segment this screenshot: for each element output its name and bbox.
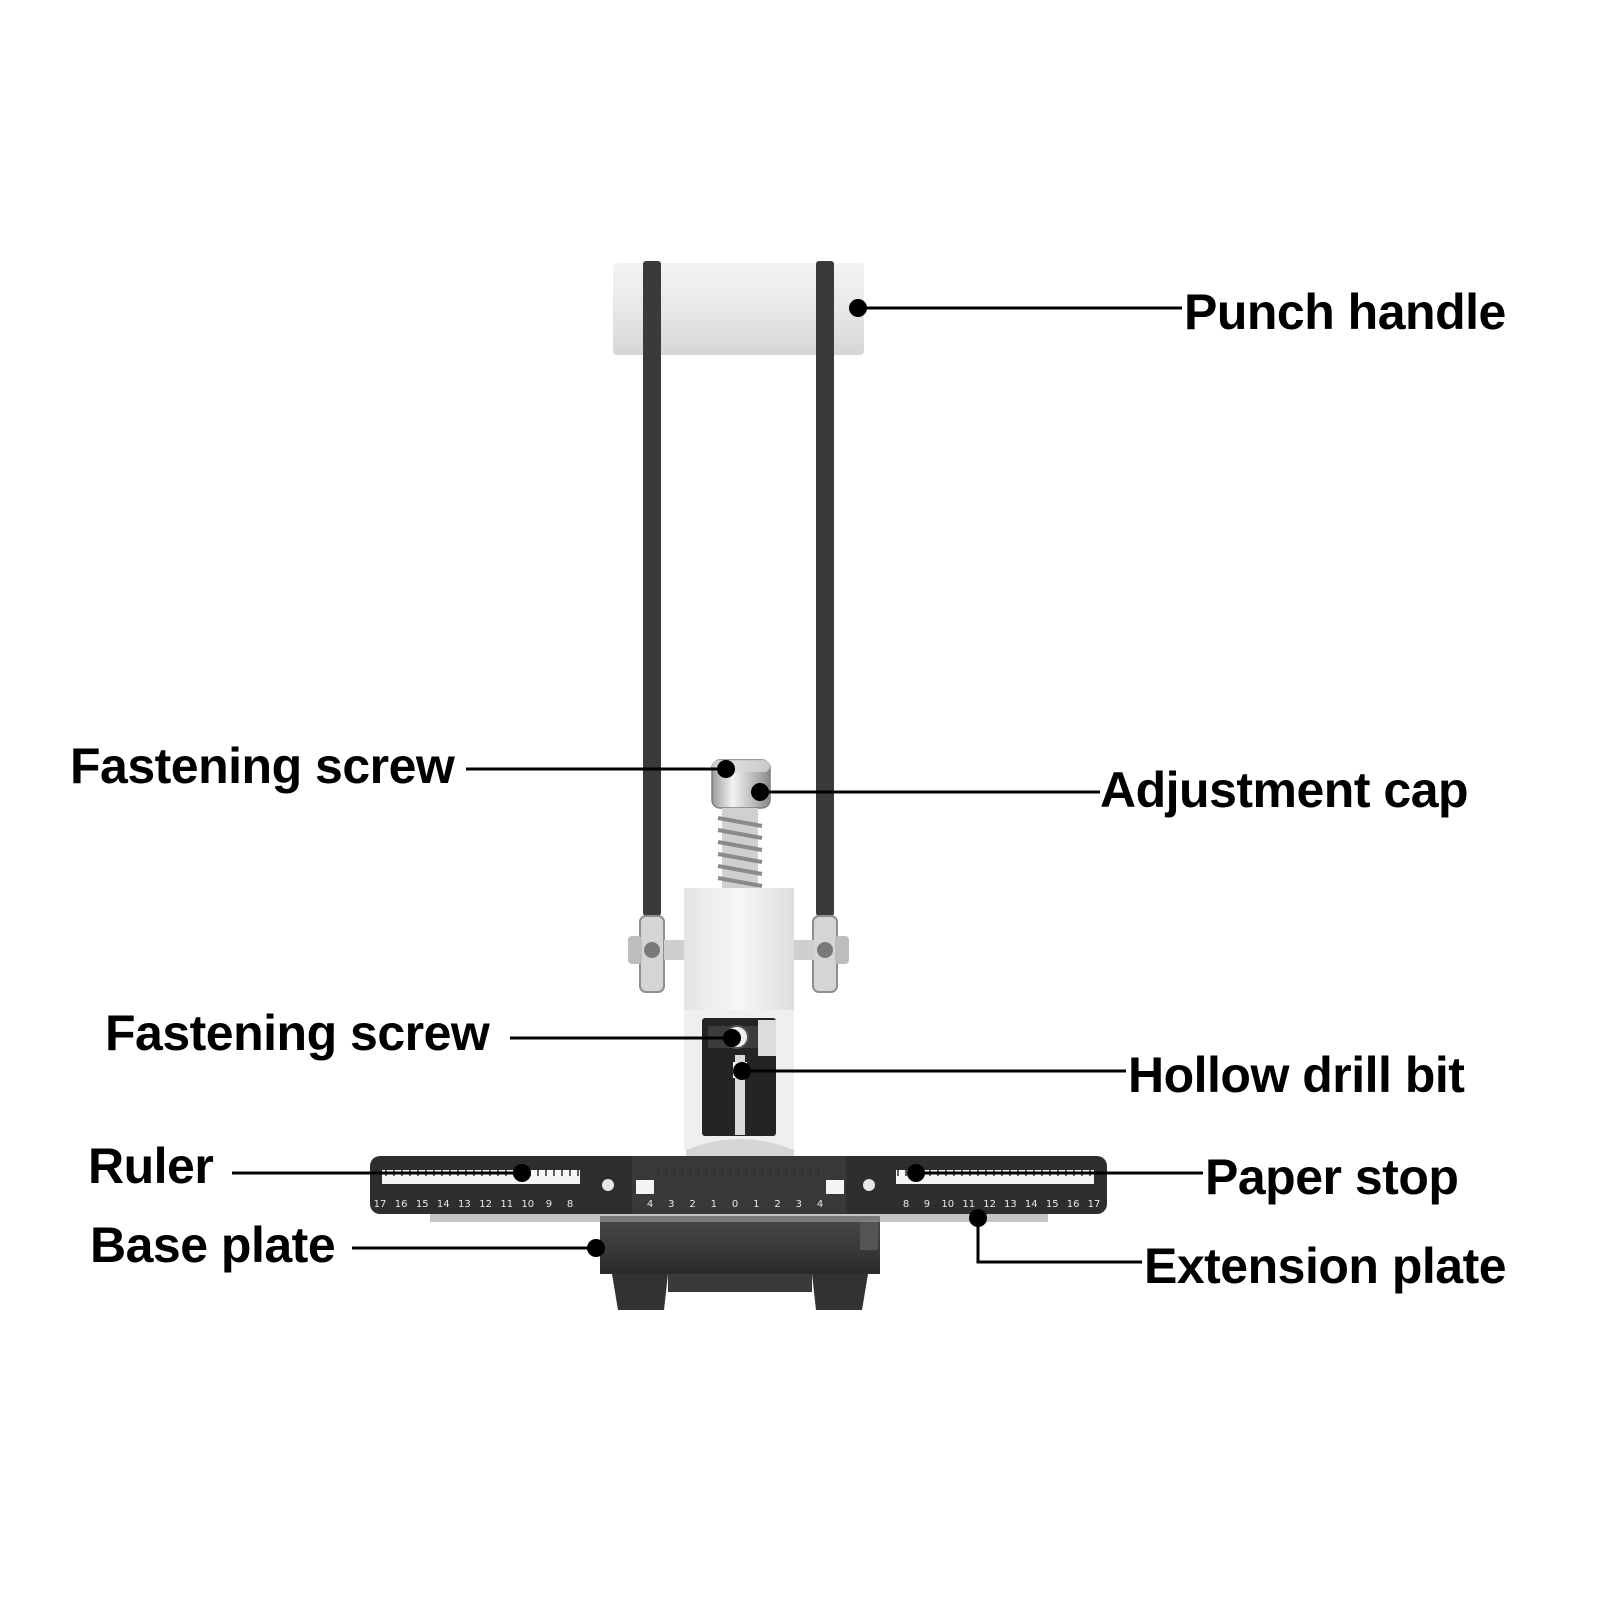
- dot-base-plate: [587, 1239, 605, 1257]
- ruler-scale-right-label: 12: [983, 1199, 996, 1210]
- ruler-assembly: [370, 1156, 1107, 1222]
- label-fastening-screw-top: Fastening screw: [70, 738, 455, 794]
- label-paper-stop: Paper stop: [1205, 1149, 1459, 1205]
- dot-hollow-drill-bit: [733, 1062, 751, 1080]
- label-hollow-drill-bit: Hollow drill bit: [1128, 1047, 1465, 1103]
- ruler-scale-left-label: 8: [567, 1199, 573, 1210]
- ruler-scale-right-label: 13: [1004, 1199, 1017, 1210]
- ruler-scale-left-label: 10: [521, 1199, 534, 1210]
- label-extension-plate: Extension plate: [1144, 1238, 1507, 1294]
- base-plate: [600, 1216, 880, 1310]
- ruler-scale-right-label: 11: [962, 1199, 975, 1210]
- dot-punch-handle: [849, 299, 867, 317]
- dot-paper-stop: [907, 1164, 925, 1182]
- ruler-scale-left-label: 13: [458, 1199, 471, 1210]
- punch-handle-bar[interactable]: [613, 263, 864, 355]
- ruler-scale-left-label: 15: [416, 1199, 429, 1210]
- label-fastening-screw-lower: Fastening screw: [105, 1005, 490, 1061]
- dot-fastening-screw-top: [717, 760, 735, 778]
- ruler-scale-right-label: 8: [903, 1199, 909, 1210]
- label-ruler: Ruler: [88, 1138, 214, 1194]
- ruler-scale-right-label: 16: [1067, 1199, 1080, 1210]
- ruler-scale-left-label: 12: [479, 1199, 492, 1210]
- left-arm: [643, 261, 661, 916]
- ruler-scale-right-label: 15: [1046, 1199, 1059, 1210]
- ruler-scale-center-label: 0: [732, 1199, 738, 1210]
- ruler-scale-right-label: 10: [941, 1199, 954, 1210]
- ruler-scale-right-label: 17: [1088, 1199, 1101, 1210]
- ruler-scale-center-label: 1: [753, 1199, 759, 1210]
- right-arm: [816, 261, 834, 916]
- ruler-scale-center-label: 2: [689, 1199, 695, 1210]
- label-adjustment-cap: Adjustment cap: [1100, 762, 1469, 818]
- ruler-scale-left-label: 16: [395, 1199, 408, 1210]
- ruler-scale-center-label: 1: [711, 1199, 717, 1210]
- dot-fastening-screw-lower: [723, 1029, 741, 1047]
- dot-ruler: [513, 1164, 531, 1182]
- leader-extension-plate: [976, 1218, 1142, 1264]
- punch-body: [684, 888, 794, 1010]
- label-base-plate: Base plate: [90, 1217, 336, 1273]
- ruler-scale-center-label: 3: [668, 1199, 674, 1210]
- ruler-scale-center-label: 2: [774, 1199, 780, 1210]
- ruler-scale-center-label: 4: [817, 1199, 823, 1210]
- ruler-scale-center-label: 3: [796, 1199, 802, 1210]
- ruler-scale-right-label: 9: [924, 1199, 930, 1210]
- right-pivot: [812, 915, 849, 993]
- ruler-scale-left-label: 14: [437, 1199, 450, 1210]
- extension-plate-shadow: [430, 1214, 1048, 1222]
- ruler-scale-right-label: 14: [1025, 1199, 1038, 1210]
- ruler-scale-left-label: 17: [374, 1199, 387, 1210]
- ruler-scale-left-label: 11: [500, 1199, 513, 1210]
- left-pivot: [628, 915, 665, 993]
- ruler-scale-left-label: 9: [546, 1199, 552, 1210]
- ruler-scale-center-label: 4: [647, 1199, 653, 1210]
- dot-adjustment-cap: [751, 783, 769, 801]
- spring: [717, 808, 763, 890]
- label-punch-handle: Punch handle: [1184, 284, 1506, 340]
- dot-extension-plate: [969, 1209, 987, 1227]
